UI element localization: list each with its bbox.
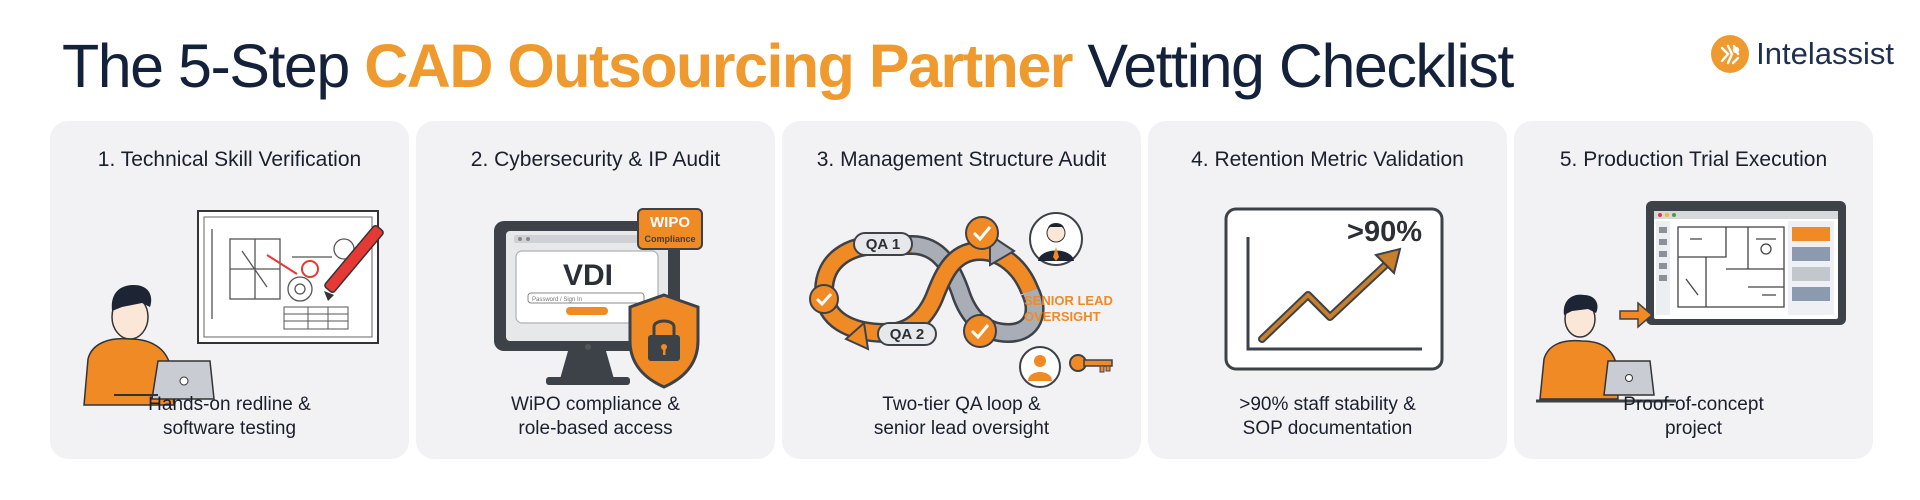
card-description: Proof-of-concept project [1623, 394, 1764, 439]
card-title: 2. Cybersecurity & IP Audit [470, 148, 721, 171]
title-suffix: Vetting Checklist [1071, 32, 1514, 100]
card-description: >90% staff stability & SOP documentation [1239, 394, 1416, 439]
step-card-4: 4. Retention Metric Validation >90% >90%… [1148, 121, 1507, 459]
secure-monitor-icon: VDI Password / Sign In WIPO Compliance [494, 208, 703, 389]
page-title: The 5-Step CAD Outsourcing Partner Vetti… [62, 31, 1514, 101]
card-title: 3. Management Structure Audit [816, 148, 1107, 171]
svg-text:VDI: VDI [563, 259, 613, 292]
qa-loop-icon: QA 1 QA 2 SENIOR LEAD OVERSIGHT [809, 212, 1113, 388]
title-prefix: The 5-Step [62, 32, 365, 100]
svg-text:WIPO: WIPO [650, 214, 690, 231]
svg-text:OVERSIGHT: OVERSIGHT [1024, 309, 1101, 324]
svg-text:QA 2: QA 2 [890, 326, 924, 343]
card-title: 4. Retention Metric Validation [1191, 148, 1464, 171]
step-card-3: 3. Management Structure Audit QA 1 QA 2 [782, 121, 1141, 459]
card-description: Hands-on redline & software testing [148, 394, 311, 439]
step-card-5: 5. Production Trial Execution [1514, 121, 1873, 459]
svg-text:QA 1: QA 1 [866, 236, 900, 253]
title-highlight: CAD Outsourcing Partner [364, 32, 1073, 100]
trend-chart-icon: >90% [1224, 207, 1444, 371]
card-title: 1. Technical Skill Verification [97, 148, 362, 171]
brand-logo: Intelassist [1710, 34, 1894, 74]
header: The 5-Step CAD Outsourcing Partner Vetti… [62, 26, 1514, 106]
svg-text:Compliance: Compliance [644, 234, 695, 244]
engineer-drafting-icon [83, 210, 384, 406]
card-description: WiPO compliance & role-based access [511, 394, 680, 439]
svg-text:SENIOR LEAD: SENIOR LEAD [1024, 293, 1113, 308]
floorplan-screen-icon [1536, 201, 1846, 403]
brand-name: Intelassist [1756, 36, 1894, 71]
step-card-1: 1. Technical Skill Verification [50, 121, 409, 459]
svg-text:Password / Sign In: Password / Sign In [532, 297, 582, 303]
gear-logo-icon [1711, 35, 1750, 73]
checklist-cards: 1. Technical Skill Verification [50, 121, 1873, 459]
svg-text:>90%: >90% [1347, 216, 1422, 248]
step-card-2: 2. Cybersecurity & IP Audit VDI Password… [416, 121, 775, 459]
card-title: 5. Production Trial Execution [1559, 148, 1828, 171]
card-description: Two-tier QA loop & senior lead oversight [873, 394, 1050, 439]
